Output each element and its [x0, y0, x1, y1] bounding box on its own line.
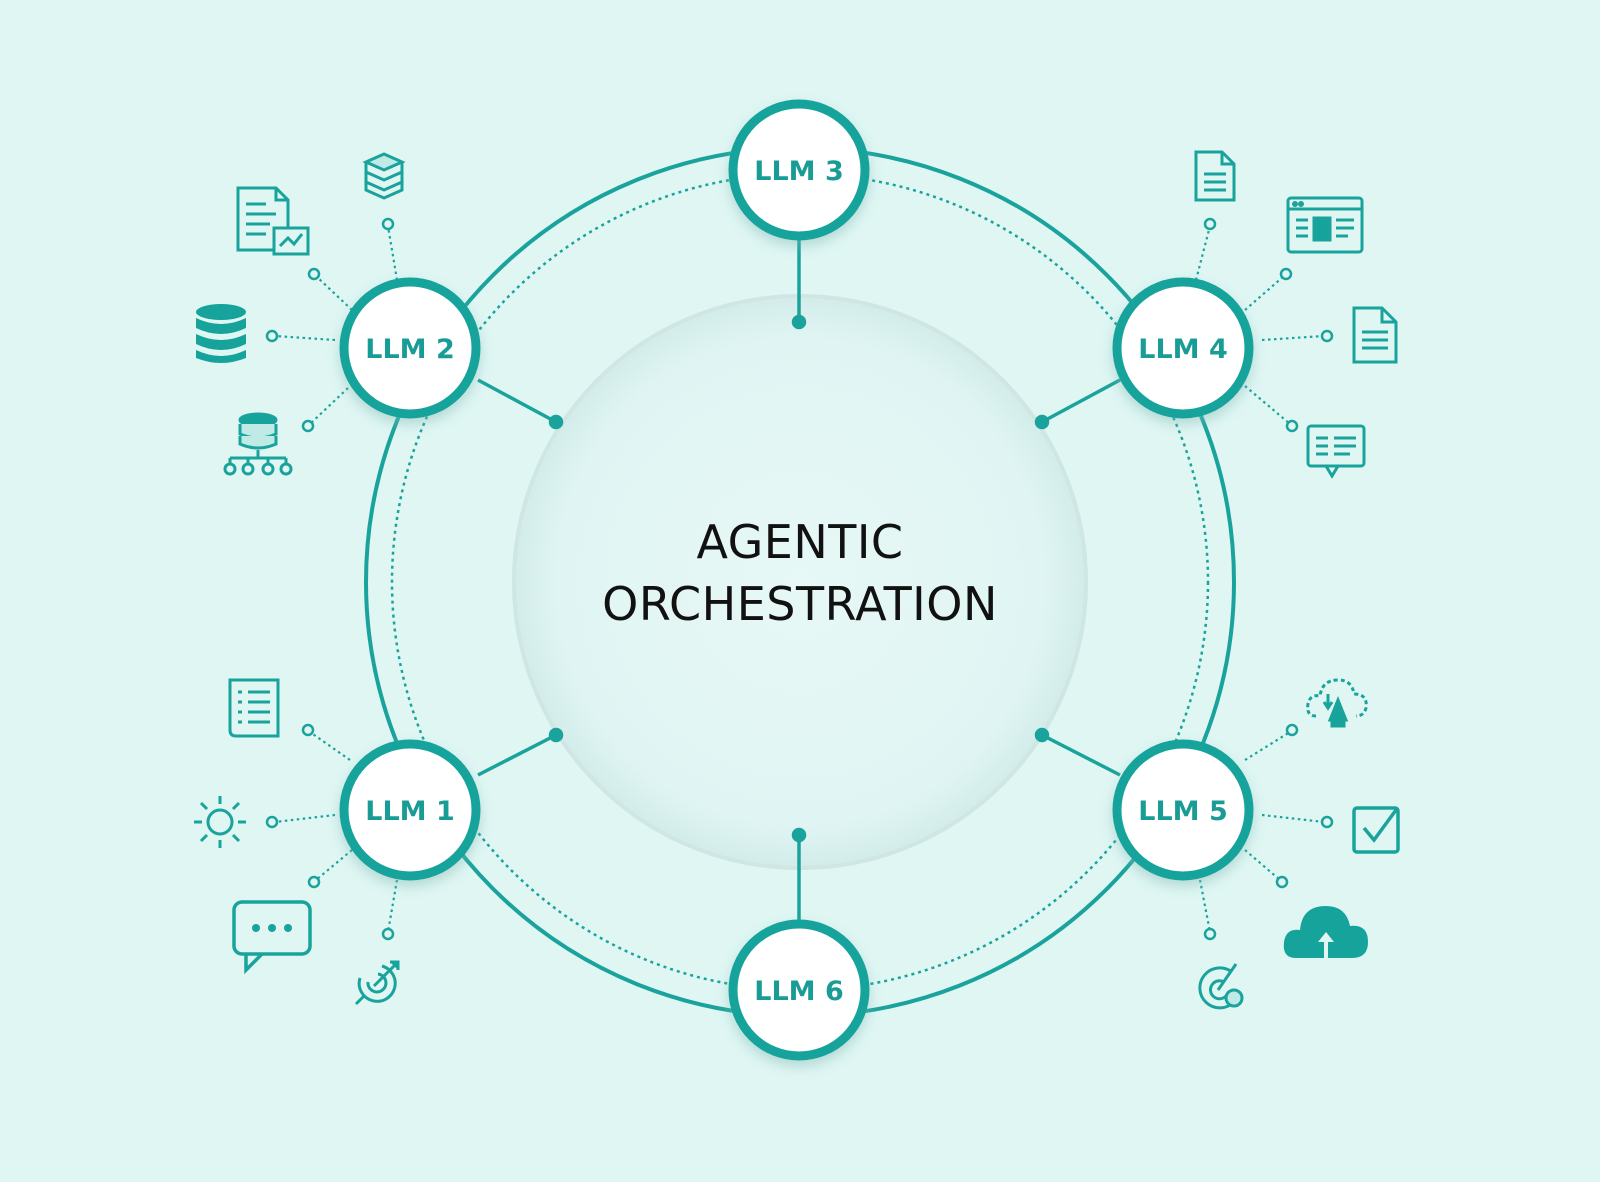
spoke-llm4 — [1041, 378, 1121, 424]
document-lines-icon — [1352, 306, 1398, 364]
database-icon — [196, 304, 246, 363]
cloud-upload-icon — [1283, 906, 1368, 958]
checkbox-icon — [1352, 806, 1400, 854]
node-llm4[interactable] — [1112, 277, 1254, 419]
connector-dots — [265, 217, 1334, 941]
spoke-llm5 — [1041, 733, 1121, 777]
target-hit-icon — [1198, 963, 1244, 1010]
node-llm6[interactable] — [728, 919, 870, 1061]
checklist-doc-icon — [228, 678, 280, 738]
center-title-line-1: AGENTIC — [696, 515, 903, 569]
server-stack-icon — [362, 152, 406, 200]
cloud-rocket-icon — [1306, 678, 1368, 728]
spokes — [477, 238, 1121, 923]
node-llm2[interactable] — [339, 277, 481, 419]
node-label-llm2: LLM 2 — [365, 334, 454, 365]
node-label-llm1: LLM 1 — [365, 796, 454, 827]
icon-connectors — [274, 225, 1325, 933]
sun-icon — [194, 796, 246, 848]
chat-bubble-icon — [232, 900, 312, 975]
database-network-icon — [223, 412, 293, 476]
report-doc-icon — [236, 186, 310, 256]
dashboard-window-icon — [1286, 196, 1364, 254]
node-label-llm3: LLM 3 — [754, 156, 843, 187]
message-card-icon — [1306, 424, 1366, 479]
document-icon — [1194, 150, 1236, 202]
target-arrow-icon — [354, 960, 400, 1006]
spoke-llm1 — [477, 733, 557, 777]
node-label-llm6: LLM 6 — [754, 976, 843, 1007]
center-title-line-2: ORCHESTRATION — [602, 577, 998, 631]
node-llm1[interactable] — [339, 739, 481, 881]
node-label-llm5: LLM 5 — [1138, 796, 1227, 827]
spoke-llm2 — [477, 378, 557, 424]
node-llm3[interactable] — [728, 99, 870, 241]
dotted-orbit-ring — [390, 172, 1210, 992]
node-llm5[interactable] — [1112, 739, 1254, 881]
node-label-llm4: LLM 4 — [1138, 334, 1227, 365]
